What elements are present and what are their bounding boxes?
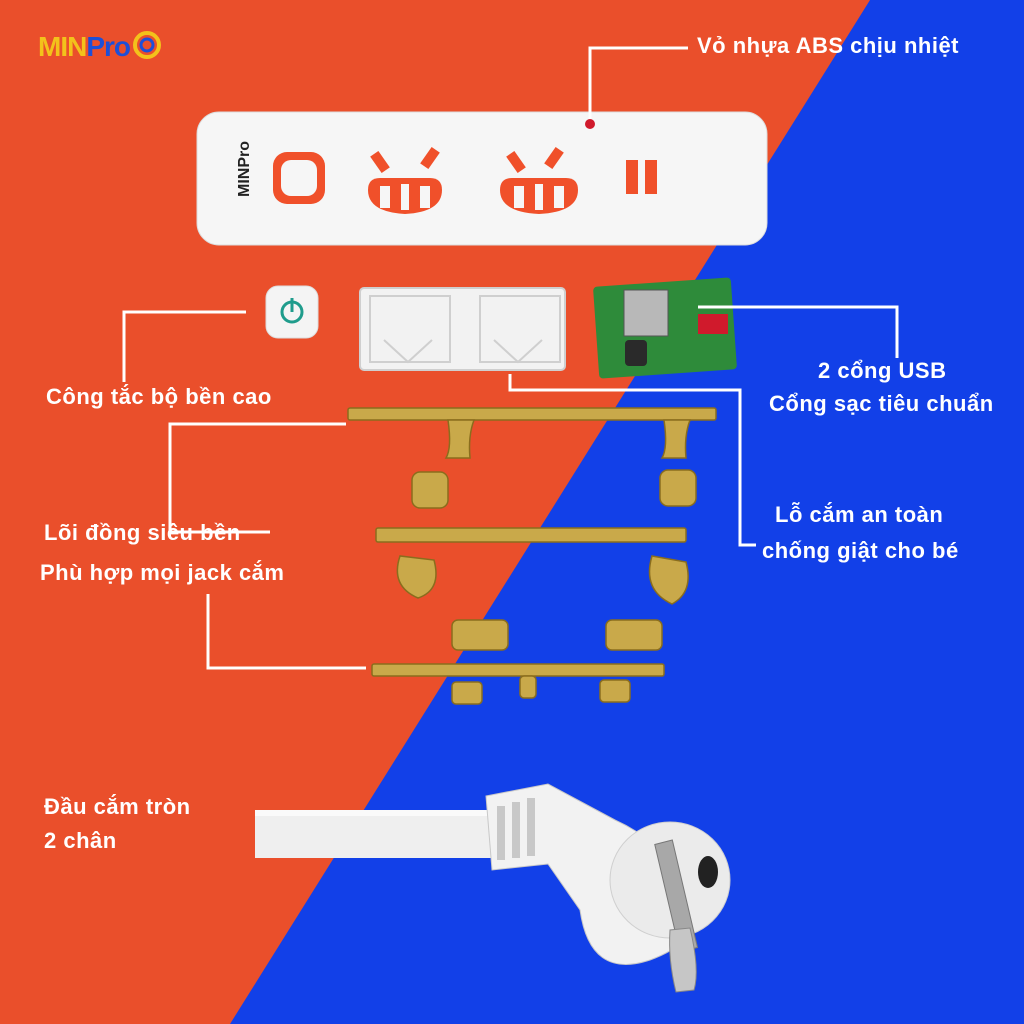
label-round-plug: Đầu cắm tròn xyxy=(44,794,191,819)
leader-dot xyxy=(585,119,595,129)
label-usb-ports: 2 cổng USB xyxy=(818,358,947,383)
copper-contact-bar-1 xyxy=(347,407,717,459)
label-two-pins: 2 chân xyxy=(44,828,117,853)
brand-logo: MINPro xyxy=(38,30,162,67)
label-switch: Công tắc bộ bền cao xyxy=(46,384,272,409)
safety-shutter-frame xyxy=(359,287,566,371)
label-child-safety: chống giật cho bé xyxy=(762,538,959,563)
power-strip-shell xyxy=(196,111,768,246)
usb-circuit-board xyxy=(593,277,737,379)
copper-contact-bar-2 xyxy=(375,469,697,605)
usb-port-2 xyxy=(645,160,657,194)
label-safety-holes: Lỗ cắm an toàn xyxy=(775,502,944,527)
logo-swirl-icon xyxy=(132,30,162,67)
logo-text-pro: Pro xyxy=(86,30,131,62)
usb-port-1 xyxy=(626,160,638,194)
switch-button-part xyxy=(265,285,319,339)
strip-logo-text: MINPro xyxy=(236,141,253,197)
logo-text-min: MIN xyxy=(38,30,87,62)
label-fits-all-plugs: Phù hợp mọi jack cắm xyxy=(40,560,285,585)
copper-contact-bar-3 xyxy=(371,619,665,705)
label-abs-shell: Vỏ nhựa ABS chịu nhiệt xyxy=(697,33,960,58)
round-plug xyxy=(255,783,731,993)
label-usb-standard: Cổng sạc tiêu chuẩn xyxy=(769,391,994,416)
label-copper-core: Lõi đồng siêu bền xyxy=(44,520,241,545)
leader-lines xyxy=(122,46,899,670)
